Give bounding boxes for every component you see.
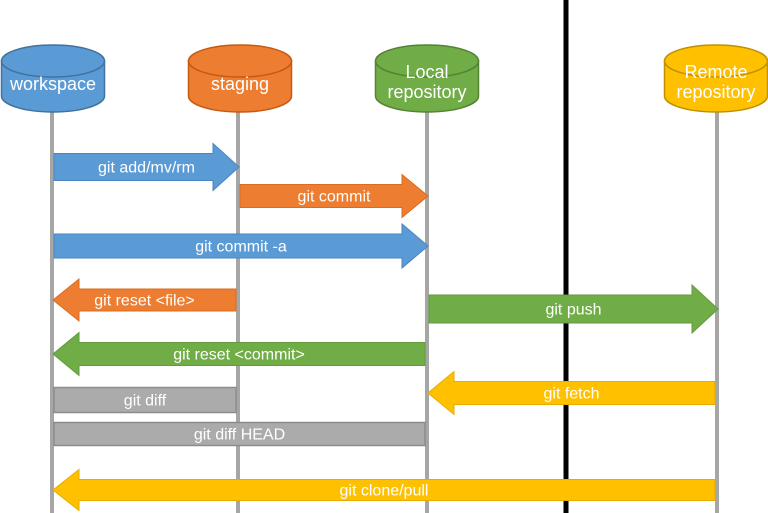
arrow-label-git-commit: git commit [298, 189, 371, 206]
cylinder-top-workspace [0, 44, 106, 78]
arrow-label-git-add: git add/mv/rm [98, 160, 195, 177]
arrow-git-fetch [427, 370, 716, 416]
cylinder-top-staging [187, 44, 293, 78]
arrow-git-reset-commit [52, 331, 426, 377]
arrow-label-git-diff: git diff [124, 393, 167, 410]
arrow-git-commit-a [53, 222, 429, 270]
arrow-git-clone-pull [52, 468, 716, 512]
node-label-remote-repository-line0: Remote [684, 62, 747, 82]
bar-git-diff [53, 386, 237, 414]
local-remote-divider [563, 0, 569, 513]
arrow-label-git-push: git push [545, 302, 601, 319]
arrow-label-git-commit-a: git commit -a [195, 239, 287, 256]
lifeline-workspace [50, 80, 54, 513]
bar-git-diff-head [53, 421, 426, 447]
cylinder-top-local-repository [374, 44, 480, 78]
node-label-local-repository-line0: Local [405, 62, 448, 82]
arrow-git-push [428, 283, 719, 335]
arrow-label-git-reset-file: git reset <file> [94, 293, 195, 310]
arrow-label-git-clone-pull: git clone/pull [340, 483, 429, 500]
node-label-local-repository-line1: repository [387, 82, 466, 102]
arrow-label-git-reset-commit: git reset <commit> [173, 347, 305, 364]
arrow-label-git-diff-head: git diff HEAD [194, 427, 285, 444]
node-label-remote-repository-line1: repository [676, 82, 755, 102]
lifeline-staging [236, 80, 240, 513]
arrow-git-commit [239, 173, 429, 219]
lifeline-local-repository [425, 80, 429, 513]
lifeline-remote-repository [715, 80, 719, 513]
arrow-git-reset-file [52, 277, 237, 323]
arrow-git-add [53, 142, 240, 192]
node-label-staging-line0: staging [211, 74, 269, 94]
arrow-label-git-fetch: git fetch [543, 386, 599, 403]
node-label-workspace-line0: workspace [9, 74, 96, 94]
